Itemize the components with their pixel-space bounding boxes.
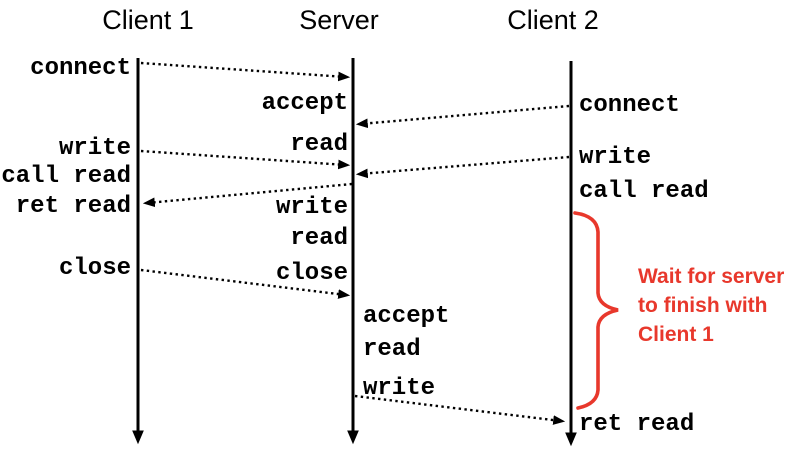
arrow-connect-client1-to-server — [140, 61, 351, 82]
event-client1-connect: connect — [30, 55, 131, 82]
event-server-close: close — [275, 260, 348, 287]
event-client1-write: write — [58, 135, 131, 162]
event-server-accept-2: accept — [363, 303, 450, 330]
column-title-client2: Client 2 — [507, 5, 599, 35]
event-client2-connect: connect — [579, 92, 680, 119]
event-server-write-1: write — [275, 194, 348, 221]
event-client1-close: close — [58, 255, 131, 282]
wait-annotation-line-1: Wait for server — [638, 265, 785, 288]
event-server-read-1: read — [290, 131, 348, 158]
event-server-read-2: read — [290, 225, 348, 252]
column-title-client1: Client 1 — [102, 5, 194, 35]
event-server-read-3: read — [363, 336, 421, 363]
column-title-server: Server — [299, 5, 379, 35]
event-server-write-2: write — [363, 375, 436, 402]
wait-annotation: Wait for server to finish with Client 1 — [638, 262, 784, 349]
event-client2-write: write — [579, 144, 652, 171]
event-server-accept-1: accept — [261, 90, 348, 117]
event-client1-call-read: call read — [1, 163, 131, 190]
event-client1-ret-read: ret read — [15, 193, 131, 220]
event-client2-ret-read: ret read — [579, 411, 695, 438]
wait-annotation-line-3: Client 1 — [638, 323, 714, 346]
arrow-connect-client2-to-server — [355, 104, 570, 129]
arrow-write-client2-to-server — [355, 155, 570, 179]
event-client2-call-read: call read — [579, 178, 709, 205]
wait-brace — [573, 211, 619, 410]
wait-annotation-line-2: to finish with — [638, 294, 768, 317]
